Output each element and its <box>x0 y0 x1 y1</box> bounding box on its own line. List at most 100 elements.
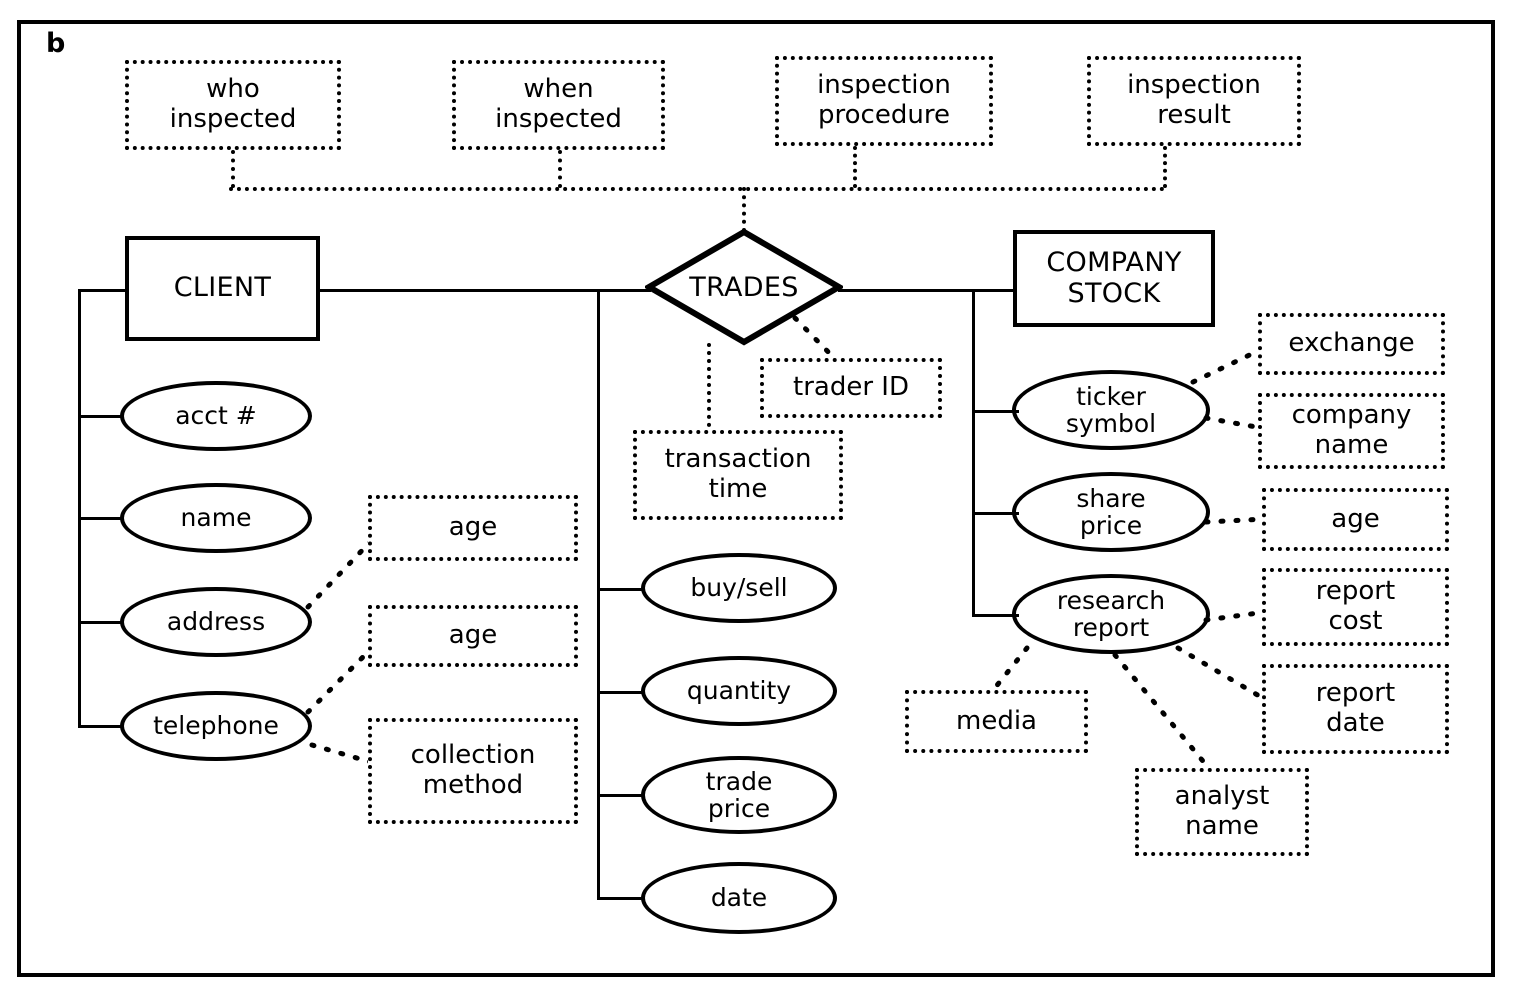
annotation-label: media <box>956 705 1037 736</box>
attribute-label: address <box>166 607 266 637</box>
figure-frame <box>17 20 1495 977</box>
annotation-line-1: inspection <box>1127 70 1261 101</box>
attribute-research-report: research report <box>1012 574 1210 654</box>
dotted-drop-result <box>1163 146 1167 188</box>
annotation-label: age <box>448 512 498 543</box>
attribute-line-2: price <box>1079 511 1143 540</box>
annotation-label: exchange <box>1288 328 1415 359</box>
annotation-analyst-name: analyst name <box>1135 768 1309 856</box>
line-trades-bus-to-quantity <box>597 691 645 694</box>
annotation-when-inspected: when inspected <box>452 60 665 150</box>
dotted-bus-horizontal <box>229 187 1165 191</box>
attribute-trade-price: trade price <box>641 756 837 834</box>
line-client-bus-vertical <box>78 289 81 727</box>
annotation-who-inspected: who inspected <box>125 60 341 150</box>
annotation-inspection-result: inspection result <box>1087 56 1301 146</box>
line-client-bus-to-acct <box>78 415 124 418</box>
attribute-client-telephone: telephone <box>120 691 312 761</box>
line-trades-bus-to-date <box>597 897 645 900</box>
entity-company-stock: COMPANY STOCK <box>1013 230 1215 327</box>
line-client-bus-to-address <box>78 621 124 624</box>
annotation-line-2: name <box>1314 430 1389 460</box>
line-stock-bus-to-ticker <box>972 410 1019 413</box>
attribute-label: quantity <box>686 676 792 706</box>
attribute-line-1: research <box>1056 585 1166 615</box>
line-stock-bus-to-research-report <box>972 614 1019 617</box>
dotted-drop-who <box>231 150 235 188</box>
line-trades-bus-to-buysell <box>597 588 645 591</box>
annotation-line-2: name <box>1185 811 1259 841</box>
annotation-line-2: cost <box>1328 606 1383 636</box>
annotation-line-2: method <box>422 770 524 800</box>
annotation-line-2: time <box>708 474 768 504</box>
annotation-line-1: inspection <box>817 70 951 101</box>
attribute-buy-sell: buy/sell <box>641 553 837 623</box>
annotation-transaction-time: transaction time <box>633 430 843 520</box>
attribute-line-2: price <box>707 794 771 823</box>
panel-label: b <box>46 28 66 59</box>
annotation-label: trader ID <box>793 372 909 403</box>
annotation-line-2: inspected <box>495 104 622 134</box>
attribute-label: acct # <box>175 401 257 431</box>
line-trades-bus-vertical <box>597 289 600 899</box>
annotation-address-age: age <box>368 495 578 561</box>
line-stock-bus-vertical <box>972 289 975 616</box>
annotation-line-1: transaction <box>664 444 812 475</box>
attribute-line-2: symbol <box>1065 409 1157 438</box>
annotation-line-1: company <box>1291 400 1412 431</box>
attribute-client-address: address <box>120 587 312 657</box>
attribute-label: date <box>710 883 768 913</box>
attribute-label: name <box>180 503 252 533</box>
annotation-line-1: who <box>206 74 260 105</box>
annotation-line-1: collection <box>410 740 536 771</box>
entity-client: CLIENT <box>125 236 320 341</box>
line-trades-bus-to-trade-price <box>597 794 645 797</box>
annotation-line-1: report <box>1315 678 1396 709</box>
annotation-line-1: report <box>1315 576 1396 607</box>
attribute-client-name: name <box>120 483 312 553</box>
attribute-label: telephone <box>153 711 279 741</box>
attribute-quantity: quantity <box>641 656 837 726</box>
dotted-drop-when <box>558 150 562 188</box>
diamond-shape <box>645 228 843 346</box>
dotted-drop-transaction-time <box>707 343 711 435</box>
line-stock-bus-stub <box>972 289 1015 292</box>
relationship-trades-label: TRADES <box>689 271 799 303</box>
entity-client-label: CLIENT <box>173 272 272 304</box>
annotation-share-price-age: age <box>1262 488 1449 551</box>
dotted-drop-to-trades <box>742 187 746 232</box>
line-client-to-trades <box>319 289 651 292</box>
annotation-company-name: company name <box>1258 393 1445 469</box>
annotation-trader-id: trader ID <box>760 358 942 418</box>
annotation-telephone-age: age <box>368 605 578 667</box>
annotation-report-cost: report cost <box>1262 568 1449 646</box>
annotation-label: age <box>448 620 498 651</box>
attribute-line-1: trade <box>705 766 773 796</box>
attribute-trade-date: date <box>641 862 837 934</box>
annotation-media: media <box>905 690 1088 753</box>
attribute-label: buy/sell <box>690 573 788 603</box>
annotation-inspection-procedure: inspection procedure <box>775 56 993 146</box>
attribute-line-1: share <box>1076 483 1146 513</box>
attribute-share-price: share price <box>1012 472 1210 552</box>
line-stock-bus-to-share-price <box>972 512 1019 515</box>
entity-company-stock-line-1: COMPANY <box>1046 247 1182 279</box>
relationship-trades: TRADES <box>645 228 843 346</box>
annotation-line-1: when <box>523 74 594 105</box>
annotation-report-date: report date <box>1262 664 1449 754</box>
dotted-drop-procedure <box>853 146 857 188</box>
attribute-line-2: report <box>1072 613 1150 642</box>
annotation-collection-method: collection method <box>368 718 578 824</box>
annotation-line-2: procedure <box>818 100 950 130</box>
attribute-line-1: ticker <box>1076 381 1146 411</box>
line-trades-to-company-stock <box>838 289 1015 292</box>
annotation-label: age <box>1331 503 1380 534</box>
annotation-line-2: inspected <box>169 104 297 134</box>
attribute-acct-number: acct # <box>120 381 312 451</box>
entity-company-stock-line-2: STOCK <box>1067 277 1161 309</box>
line-client-bus-stub <box>78 289 127 292</box>
line-client-bus-to-name <box>78 517 124 520</box>
line-client-bus-to-telephone <box>78 725 124 728</box>
annotation-line-1: analyst <box>1174 781 1270 812</box>
